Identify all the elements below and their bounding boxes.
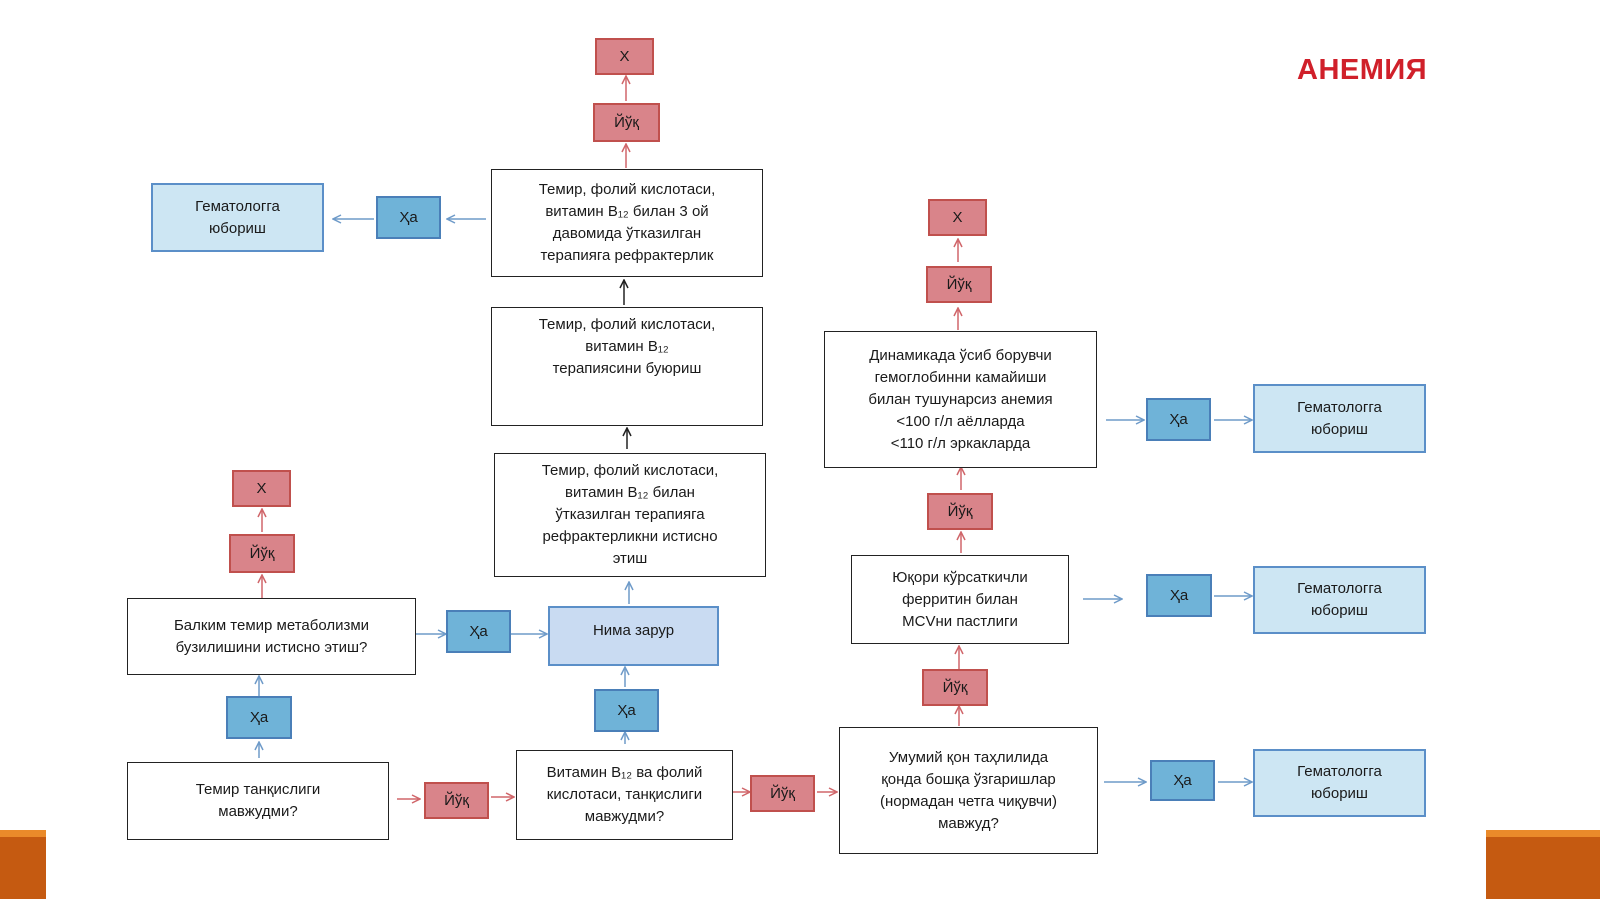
page-title: АНЕМИЯ bbox=[1297, 54, 1428, 86]
yes-label-refractory: Ҳа bbox=[376, 196, 441, 239]
no-label-b12-folate: Йўқ bbox=[750, 775, 815, 812]
corner-decoration-left bbox=[0, 830, 46, 899]
yes-label-blood-changes: Ҳа bbox=[1150, 760, 1215, 801]
yes-label-iron-metabolism: Ҳа bbox=[446, 610, 511, 653]
no-label-high-ferritin: Йўқ bbox=[927, 493, 993, 530]
yes-label-progressive-drop: Ҳа bbox=[1146, 398, 1211, 441]
yes-label-b12-folate: Ҳа bbox=[594, 689, 659, 732]
what-needed-box: Нима зарур bbox=[548, 606, 719, 666]
exclude-refractoriness-box: Темир, фолий кислотаси, витамин B₁₂ била… bbox=[494, 453, 766, 577]
refractory-3-months-box: Темир, фолий кислотаси, витамин B₁₂ била… bbox=[491, 169, 763, 277]
refer-hematologist-box: Гематологга юбориш bbox=[1253, 384, 1426, 453]
refer-hematologist-box: Гематологга юбориш bbox=[1253, 749, 1426, 817]
x-label-iron-metabolism: Х bbox=[232, 470, 291, 507]
progressive-hemoglobin-drop-box: Динамикада ўсиб борувчи гемоглобинни кам… bbox=[824, 331, 1097, 468]
refer-hematologist-box: Гематологга юбориш bbox=[1253, 566, 1426, 634]
prescribe-therapy-box: Темир, фолий кислотаси, витамин B₁₂ тера… bbox=[491, 307, 763, 426]
refer-hematologist-box: Гематологга юбориш bbox=[151, 183, 324, 252]
high-ferritin-low-mcv-box: Юқори кўрсаткичли ферритин билан MCVни п… bbox=[851, 555, 1069, 644]
yes-label-iron-deficiency: Ҳа bbox=[226, 696, 292, 739]
iron-metabolism-question: Балким темир метаболизми бузилишини исти… bbox=[127, 598, 416, 675]
x-label-progressive-drop: Х bbox=[928, 199, 987, 236]
iron-deficiency-question: Темир танқислиги мавжудми? bbox=[127, 762, 389, 840]
blood-changes-question: Умумий қон таҳлилида қонда бошқа ўзгариш… bbox=[839, 727, 1098, 854]
x-label-refractory: Х bbox=[595, 38, 654, 75]
b12-folate-deficiency-question: Витамин B₁₂ ва фолий кислотаси, танқисли… bbox=[516, 750, 733, 840]
no-label-blood-changes: Йўқ bbox=[922, 669, 988, 706]
no-label-iron-deficiency: Йўқ bbox=[424, 782, 489, 819]
corner-decoration-right bbox=[1486, 830, 1600, 899]
no-label-progressive-drop: Йўқ bbox=[926, 266, 992, 303]
no-label-iron-metabolism: Йўқ bbox=[229, 534, 295, 573]
no-label-refractory: Йўқ bbox=[593, 103, 660, 142]
yes-label-high-ferritin: Ҳа bbox=[1146, 574, 1212, 617]
